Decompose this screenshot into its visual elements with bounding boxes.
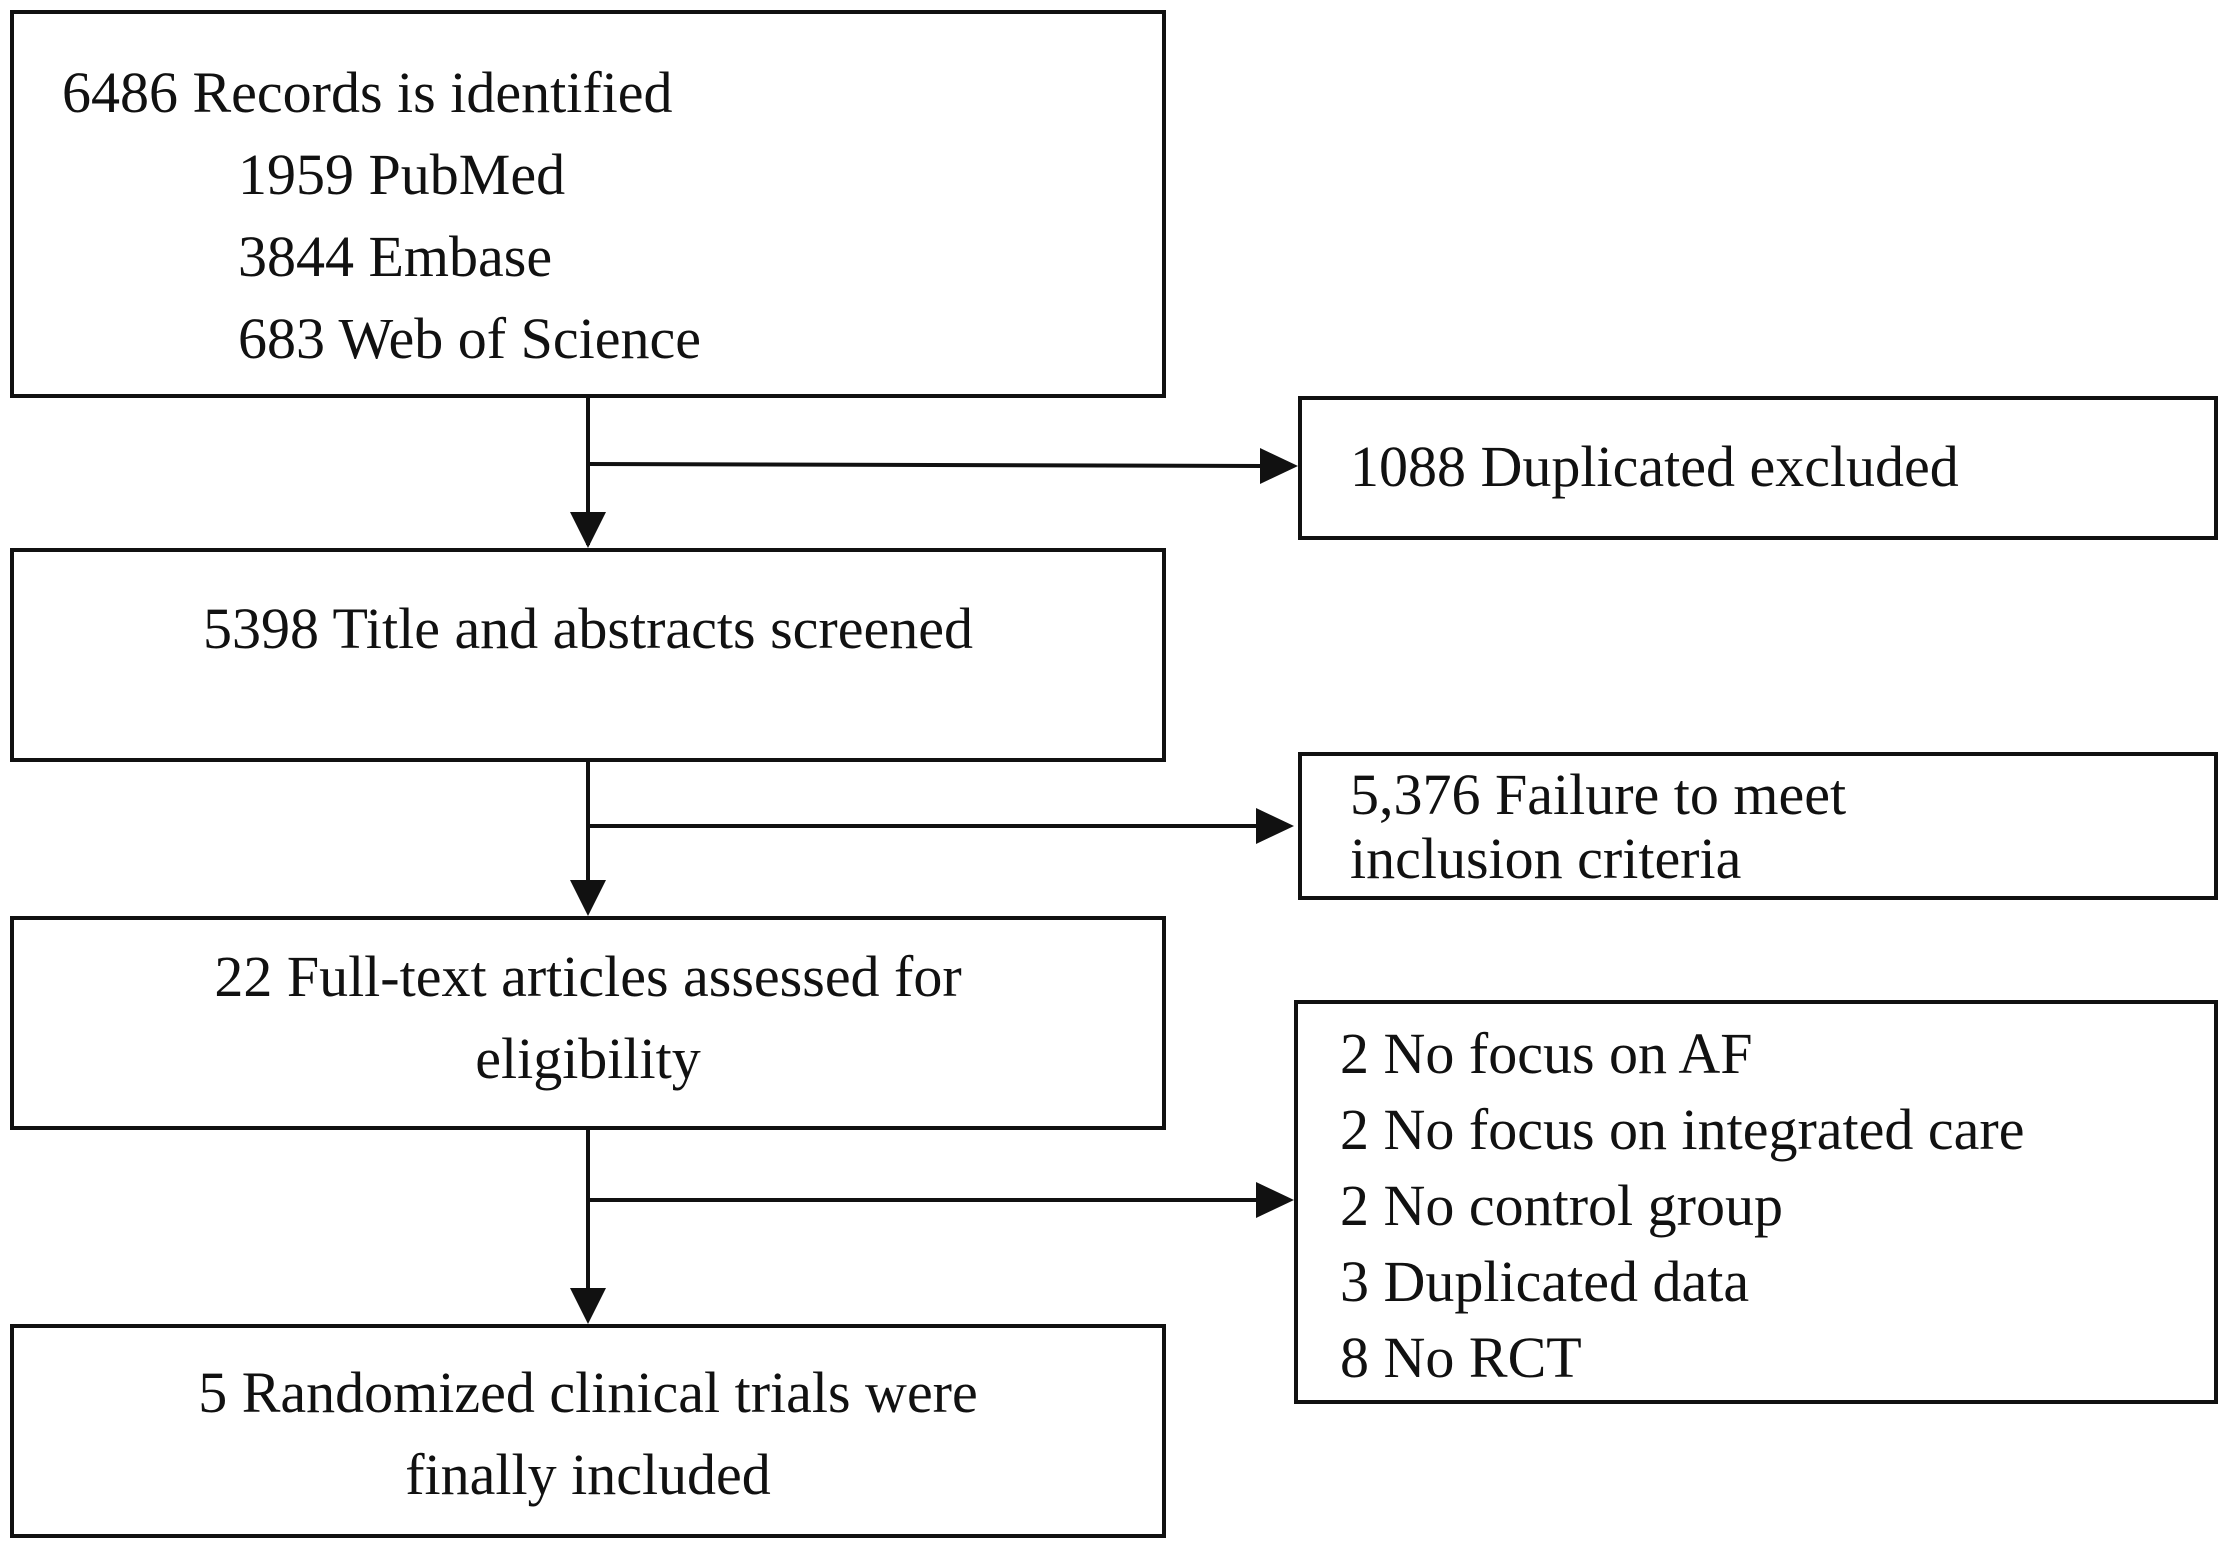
records-identified: 6486 Records is identified	[62, 60, 673, 125]
screened-box: 5398 Title and abstracts screened	[10, 548, 1166, 762]
full-text-line-1: 22 Full-text articles assessed for	[214, 944, 962, 1009]
included-box: 5 Randomized clinical trials were finall…	[10, 1324, 1166, 1538]
screen-excluded-line-1: 5,376 Failure to meet	[1350, 762, 1847, 827]
screened-text: 5398 Title and abstracts screened	[203, 596, 973, 661]
arrowhead-right-3	[1256, 1182, 1294, 1218]
exclusion-reason: 2 No focus on integrated care	[1340, 1097, 2025, 1162]
full-text-excluded-box: 2 No focus on AF 2 No focus on integrate…	[1294, 1000, 2218, 1404]
included-line-1: 5 Randomized clinical trials were	[198, 1360, 978, 1425]
full-text-line-2: eligibility	[475, 1026, 701, 1091]
exclusion-reason: 2 No control group	[1340, 1173, 1783, 1238]
arrowhead-down-2	[570, 880, 606, 916]
source-pubmed: 1959 PubMed	[238, 142, 566, 207]
exclusion-reason: 3 Duplicated data	[1340, 1249, 1750, 1314]
source-embase: 3844 Embase	[238, 224, 553, 289]
full-text-box: 22 Full-text articles assessed for eligi…	[10, 916, 1166, 1130]
arrowhead-right-1	[1260, 448, 1298, 484]
arrow-to-duplicates-excluded	[587, 462, 1263, 468]
included-line-2: finally included	[405, 1442, 771, 1507]
source-web-of-science: 683 Web of Science	[238, 306, 701, 371]
screen-excluded-box: 5,376 Failure to meet inclusion criteria	[1298, 752, 2218, 900]
exclusion-reason: 8 No RCT	[1340, 1325, 1582, 1390]
arrowhead-down-3	[570, 1288, 606, 1324]
screen-excluded-line-2: inclusion criteria	[1350, 826, 1742, 891]
duplicates-excluded-text: 1088 Duplicated excluded	[1350, 434, 1959, 499]
arrowhead-right-2	[1256, 808, 1294, 844]
arrowhead-down-1	[570, 512, 606, 548]
exclusion-reason: 2 No focus on AF	[1340, 1021, 1753, 1086]
identification-box: 6486 Records is identified 1959 PubMed 3…	[10, 10, 1166, 398]
duplicates-excluded-box: 1088 Duplicated excluded	[1298, 396, 2218, 540]
